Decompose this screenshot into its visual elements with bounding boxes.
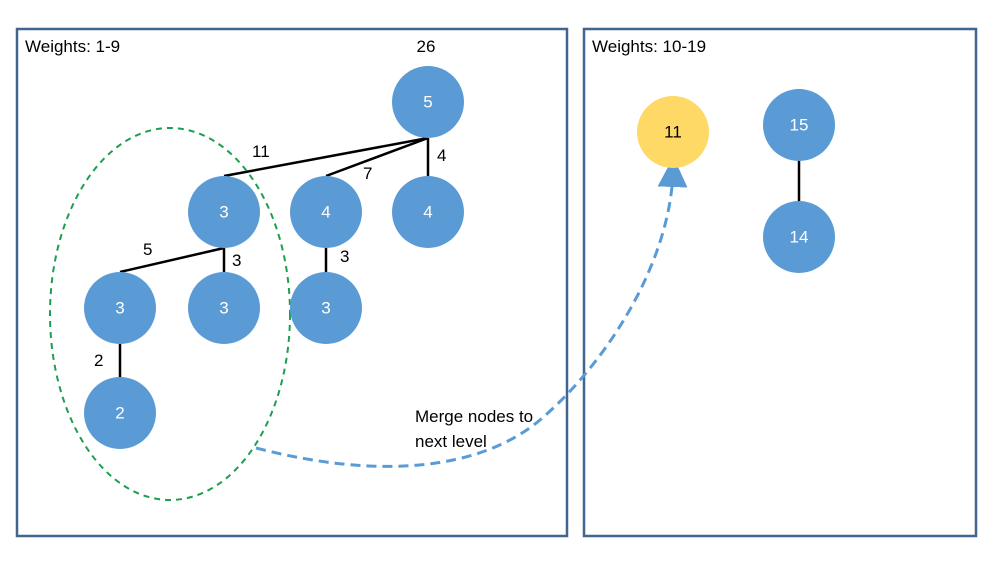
node-e-value: 3: [219, 299, 228, 318]
node-f: 3: [290, 272, 362, 344]
node-d: 3: [84, 272, 156, 344]
edge-root-b: [325, 136, 429, 178]
node-a-value: 3: [219, 203, 228, 222]
right-panel-title: Weights: 10-19: [592, 37, 706, 56]
edge-label-root-c: 4: [437, 146, 446, 165]
left-panel-title: Weights: 1-9: [25, 37, 120, 56]
node-root: 5: [392, 66, 464, 138]
edge-a-d: [119, 246, 225, 274]
root-total-label: 26: [417, 37, 436, 56]
edge-root-a: [223, 136, 429, 178]
node-d-value: 3: [115, 299, 124, 318]
node-merged-value: 11: [664, 123, 682, 142]
edge-label-a-e: 3: [232, 251, 241, 270]
merge-arrow: [255, 157, 688, 468]
left-panel: [15, 27, 569, 538]
annotation-line-1: Merge nodes to: [415, 407, 533, 426]
edge-label-root-a: 11: [252, 142, 270, 161]
node-b-value: 4: [321, 203, 330, 222]
annotation-line-2: next level: [415, 432, 487, 451]
node-root-value: 5: [423, 93, 432, 112]
node-b: 4: [290, 176, 362, 248]
node-merged: 11: [637, 96, 709, 168]
node-f-value: 3: [321, 299, 330, 318]
node-a: 3: [188, 176, 260, 248]
node-g: 2: [84, 377, 156, 449]
node-top: 15: [763, 89, 835, 161]
node-c-value: 4: [423, 203, 432, 222]
node-top-value: 15: [790, 116, 809, 135]
node-bottom-value: 14: [790, 228, 809, 247]
edge-label-d-g: 2: [94, 351, 103, 370]
node-g-value: 2: [115, 404, 124, 423]
edge-label-b-f: 3: [340, 247, 349, 266]
edge-label-a-d: 5: [143, 240, 152, 259]
node-c: 4: [392, 176, 464, 248]
node-e: 3: [188, 272, 260, 344]
node-bottom: 14: [763, 201, 835, 273]
edge-label-root-b: 7: [363, 164, 372, 183]
merge-group-outline: [49, 127, 291, 501]
right-panel: [582, 27, 978, 538]
